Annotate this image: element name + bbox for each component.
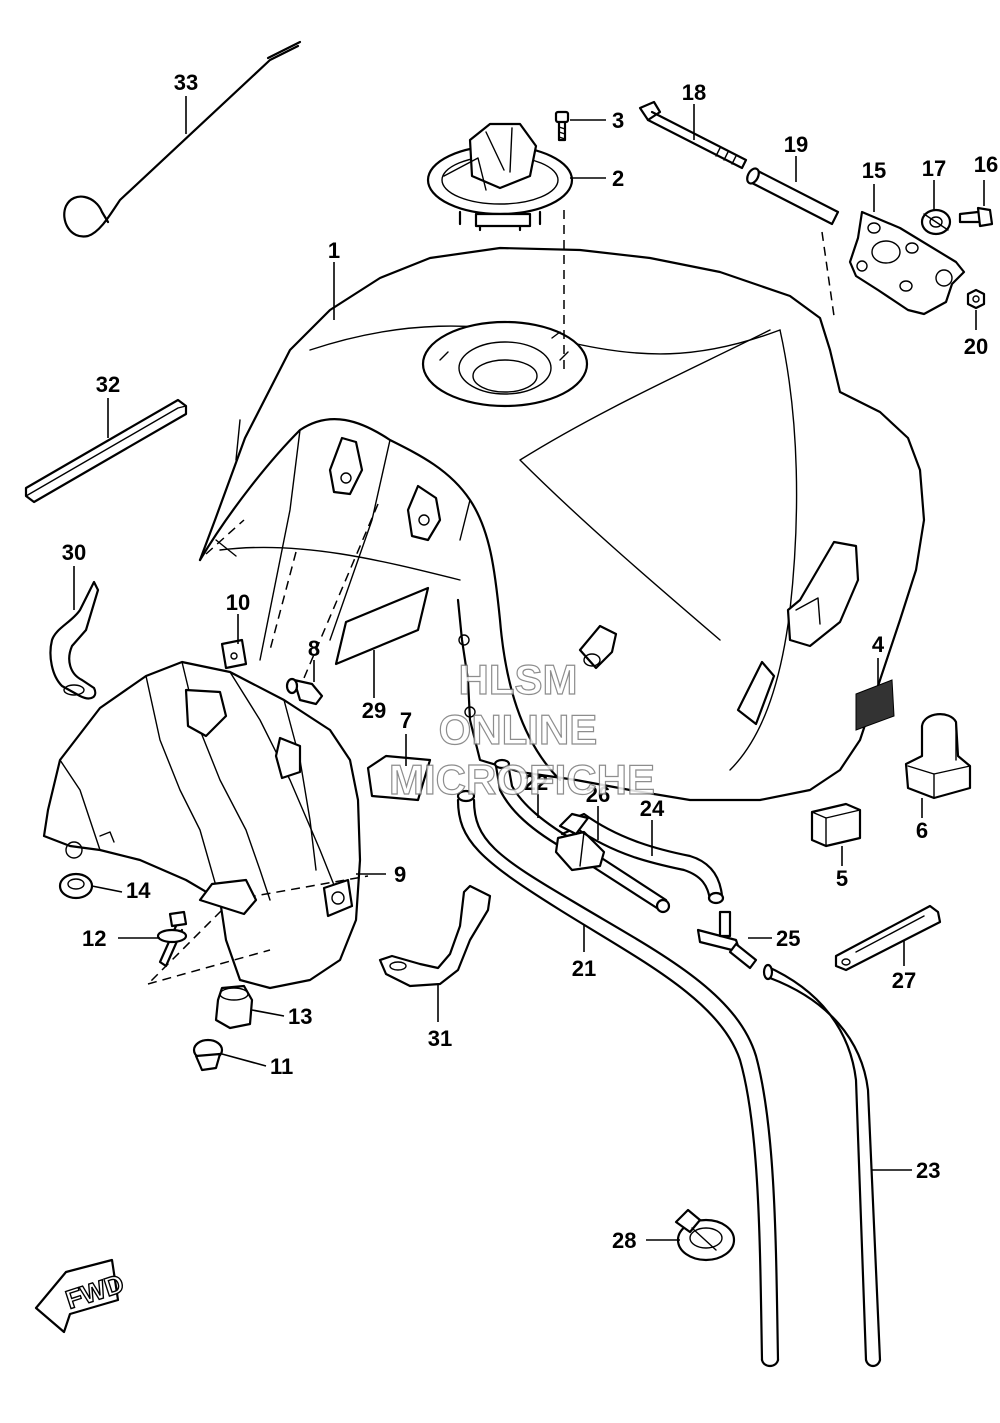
part-5-cushion bbox=[810, 802, 862, 848]
callout-29: 29 bbox=[362, 698, 386, 723]
callout-2: 2 bbox=[612, 166, 624, 191]
part-17-grommet bbox=[920, 208, 952, 236]
part-8-bolt bbox=[285, 677, 324, 706]
callout-33: 33 bbox=[174, 70, 198, 95]
callout-7: 7 bbox=[400, 708, 412, 733]
callout-22: 22 bbox=[524, 770, 548, 795]
part-13-grommet bbox=[214, 984, 254, 1030]
callout-20: 20 bbox=[964, 334, 988, 359]
callout-25: 25 bbox=[776, 926, 800, 951]
part-3-screw bbox=[554, 110, 570, 142]
callout-5: 5 bbox=[836, 866, 848, 891]
part-21-hose bbox=[456, 789, 780, 1368]
callout-6: 6 bbox=[916, 818, 928, 843]
part-7-pad bbox=[366, 754, 432, 802]
watermark-line-3: MICROFICHE bbox=[389, 756, 655, 803]
callout-11: 11 bbox=[270, 1054, 293, 1079]
callout-14: 14 bbox=[126, 878, 151, 903]
part-19-cushion bbox=[746, 167, 840, 226]
callout-15: 15 bbox=[862, 158, 886, 183]
callout-13: 13 bbox=[288, 1004, 312, 1029]
callout-31: 31 bbox=[428, 1026, 452, 1051]
watermark-line-1: HLSM bbox=[459, 656, 578, 703]
part-30-bracket bbox=[49, 580, 100, 700]
callout-10: 10 bbox=[226, 590, 250, 615]
callout-labels: 1 2 3 4 5 6 7 8 9 10 11 12 13 14 15 16 1… bbox=[62, 70, 998, 1253]
fwd-direction-badge: FWD bbox=[34, 1258, 128, 1334]
callout-16: 16 bbox=[974, 152, 998, 177]
callout-18: 18 bbox=[682, 80, 706, 105]
part-9-housing bbox=[42, 660, 362, 990]
part-25-t-joint bbox=[696, 910, 758, 970]
callout-17: 17 bbox=[922, 156, 946, 181]
part-12-bolt bbox=[156, 910, 188, 968]
callout-19: 19 bbox=[784, 132, 808, 157]
callout-24: 24 bbox=[640, 796, 665, 821]
part-1-fuel-tank bbox=[198, 246, 926, 802]
callout-8: 8 bbox=[308, 636, 320, 661]
callout-28: 28 bbox=[612, 1228, 636, 1253]
part-32-rubber-strip bbox=[24, 398, 188, 504]
part-2-fuel-cap bbox=[426, 122, 574, 232]
part-16-bolt bbox=[958, 206, 994, 228]
callout-27: 27 bbox=[892, 968, 916, 993]
callout-32: 32 bbox=[96, 372, 120, 397]
part-29-pad bbox=[334, 586, 430, 666]
callout-23: 23 bbox=[916, 1158, 940, 1183]
part-10-plate bbox=[220, 638, 248, 670]
callout-26: 26 bbox=[586, 782, 610, 807]
callout-3: 3 bbox=[612, 108, 624, 133]
leader-lines bbox=[73, 96, 985, 1241]
part-11-collar bbox=[192, 1038, 224, 1072]
part-20-nut bbox=[966, 288, 986, 310]
part-23-hose bbox=[762, 963, 882, 1368]
callout-12: 12 bbox=[82, 926, 106, 951]
part-15-mounting-plate bbox=[848, 210, 966, 316]
part-31-bracket bbox=[378, 884, 492, 988]
part-28-hose-clamp bbox=[674, 1208, 736, 1262]
part-27-strap bbox=[834, 904, 942, 972]
part-24-hose bbox=[558, 812, 725, 905]
part-4-pad bbox=[855, 679, 895, 731]
part-26-clamp bbox=[554, 830, 606, 872]
callout-9: 9 bbox=[394, 862, 406, 887]
part-6-rubber-mount bbox=[904, 713, 972, 800]
callout-30: 30 bbox=[62, 540, 86, 565]
watermark-line-2: ONLINE bbox=[439, 706, 598, 753]
callout-4: 4 bbox=[872, 632, 885, 657]
callout-1: 1 bbox=[328, 238, 340, 263]
callout-21: 21 bbox=[572, 956, 596, 981]
part-18-bolt bbox=[638, 100, 748, 170]
watermark: HLSM ONLINE MICROFICHE bbox=[388, 655, 655, 803]
part-33-wire-hook bbox=[63, 40, 302, 238]
part-14-grommet bbox=[58, 872, 94, 900]
